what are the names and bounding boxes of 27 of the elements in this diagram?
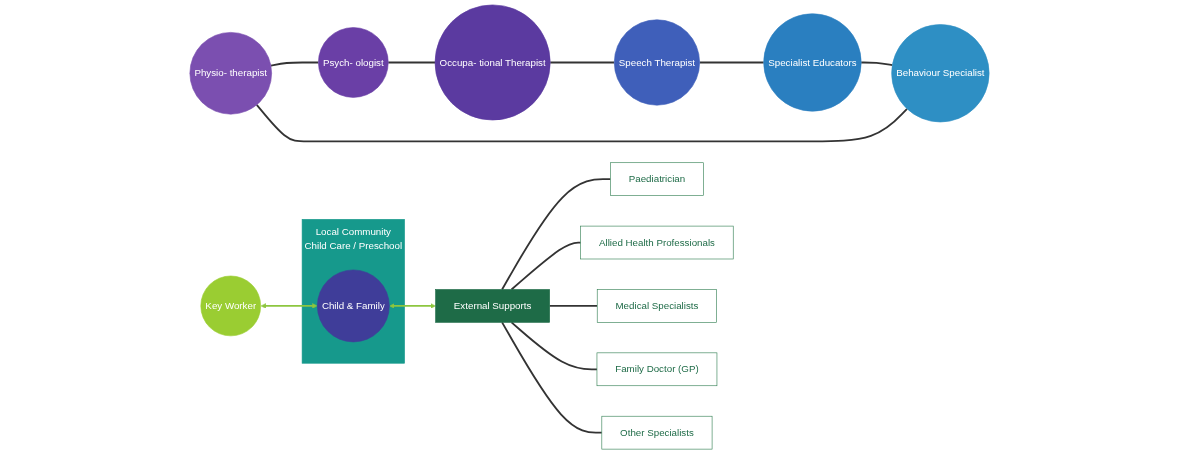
connector (501, 321, 603, 434)
connector (510, 241, 582, 291)
arrow (260, 303, 318, 309)
connector (510, 321, 598, 371)
connector (269, 61, 320, 67)
node-box: Allied Health Professionals (580, 225, 734, 260)
node-circle: Key Worker (200, 275, 261, 337)
connector (860, 61, 894, 67)
node-circle: Specialist Educators (763, 13, 862, 112)
node-box: Paediatrician (610, 162, 704, 196)
node-circle: Physio- therapist (189, 32, 272, 115)
node-circle: Psych- ologist (318, 27, 389, 98)
node-circle: Speech Therapist (613, 19, 700, 106)
connector (387, 61, 436, 64)
arrow (389, 303, 436, 309)
node-box: External Supports (435, 289, 550, 323)
connector (698, 61, 765, 64)
node-box: Medical Specialists (596, 289, 717, 323)
connector (501, 178, 612, 291)
node-box: Other Specialists (601, 415, 713, 450)
connector (548, 305, 599, 307)
node-box: Family Doctor (GP) (596, 352, 718, 387)
node-circle: Occupa- tional Therapist (434, 4, 551, 121)
node-circle: Behaviour Specialist (891, 24, 990, 123)
connector (255, 103, 908, 143)
connector (549, 61, 616, 64)
node-circle: Child & Family (317, 269, 390, 343)
